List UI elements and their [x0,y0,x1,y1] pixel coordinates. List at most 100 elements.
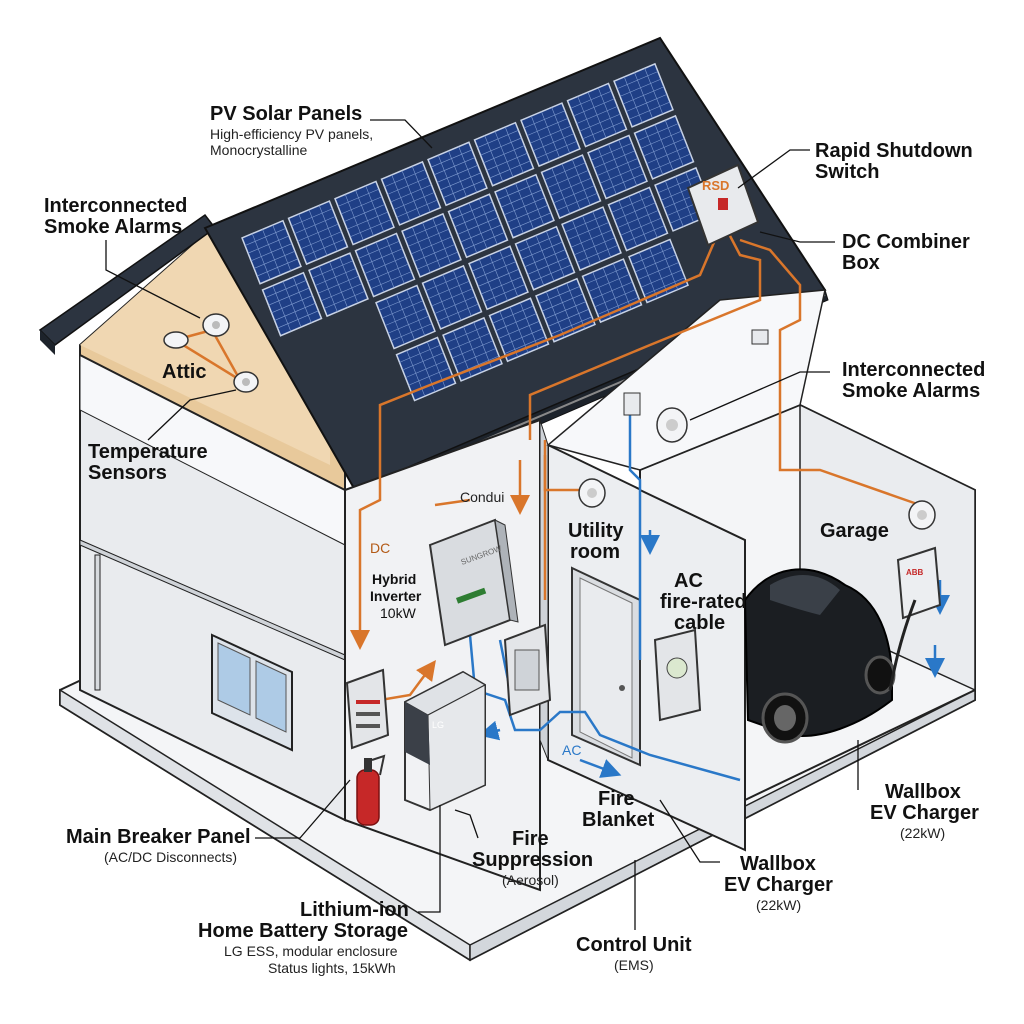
window [211,633,293,752]
ac-cable-line2: fire-rated [660,591,747,613]
pv-panel-cell-line [643,277,686,296]
pv-panel-cell-line [628,101,671,120]
wallbox-mid-line3: (22kW) [756,897,801,913]
home-battery[interactable]: LG [403,670,487,812]
pv-panel-cell-line [445,325,488,344]
pv-panel-cell-line [277,310,319,329]
rapid-shutdown-line1: Rapid Shutdown [815,140,973,162]
pv-panel-cell-line [646,146,688,164]
door[interactable] [571,566,641,767]
pv-panel-cell-line [590,142,633,161]
control-unit-panel[interactable] [503,623,552,717]
pv-panel-cell-line [489,160,531,179]
dc-wiring [171,231,921,702]
attic-label: Attic [162,361,206,383]
smart-meter[interactable] [653,628,702,722]
pv-panel-cell-line [463,232,505,250]
pv-panel-cell-line [477,130,519,148]
smoke-alarms-left-line2: Smoke Alarms [44,216,182,238]
pv-panel-cell-line [430,149,473,168]
pv-panel-cell-line [436,164,479,183]
pv-panel-cell-line [303,238,345,257]
pv-panel-cell-line [265,280,307,298]
pv-panel-cell-line [271,295,313,314]
control-unit-line2: (EMS) [614,957,654,973]
ac-label: AC [562,742,581,758]
pv-panel-cell-line [637,262,680,280]
pv-panel-cell-line [431,288,473,307]
pv-panel-cell-line [495,313,537,332]
pv-panel-cell-line [500,189,543,208]
pv-panel-cell-line [503,197,546,216]
pv-panel-cell-line [556,192,598,211]
pv-panel-cell-line [620,217,662,236]
pv-panel-cell-line [413,244,456,262]
pv-panel-cell-line [317,275,360,294]
hybrid-inverter[interactable]: SUNGROW [428,518,519,647]
temperature-sensors-line1: Temperature [88,441,208,463]
pv-panel-cell-line [358,240,400,259]
pv-panel-cell-line [448,332,491,351]
pv-panel-cell-line [570,229,613,248]
pv-panel-cell-line [521,241,563,260]
pv-panel-cell-line [320,283,363,302]
rapid-shutdown-line2: Switch [815,161,879,183]
pv-panel-cell-line [530,264,572,283]
rsd-text: RSD [702,178,729,193]
pv-panel-cell-line [643,138,685,157]
pv-panel-cell-line [300,231,342,250]
pv-panel-cell-line [501,328,543,347]
pv-panel-cell-line [384,308,427,326]
ac-cable-line3: cable [674,612,725,634]
pv-panel-cell-line [588,274,630,292]
pv-panel-cell-line [390,184,432,203]
pv-panel-cell-line [433,157,476,176]
pv-panel-cell-line [367,263,409,282]
pv-panel-cell-line [593,150,636,169]
pv-panel-cell-line [585,266,627,285]
pv-panel-cell-line [247,235,290,254]
pv-panel-cell-line [405,360,447,378]
pv-panel-cell-line [471,253,514,272]
wallbox-mid-line2: EV Charger [724,874,833,896]
wallbox-charger[interactable]: ABB [888,546,942,691]
main-breaker-line2: (AC/DC Disconnects) [104,849,237,865]
inverter-line2: Inverter [370,588,422,604]
battery-line3: LG ESS, modular enclosure [224,943,398,959]
pv-panel-cell-line [408,367,450,386]
pv-solar-panels-sub1: High-efficiency PV panels, [210,126,373,142]
pv-panel-cell-line [582,121,624,140]
rapid-shutdown-switch[interactable]: RSD [686,163,760,247]
electric-car [743,568,896,744]
battery-brand-text: LG [432,720,444,730]
pv-panel-cell-line [387,176,429,195]
pv-panel-cell-line [524,249,566,268]
fire-extinguisher[interactable] [356,754,386,826]
pv-panel-cell-line [631,246,674,265]
pv-panel-cell-line [486,152,528,171]
pv-panel-cell-line [381,300,424,319]
rsd-switch-handle[interactable] [718,198,728,210]
main-breaker-panel[interactable] [345,668,390,750]
pv-panel-cell-line [544,162,586,181]
pv-panel-cell-line [442,180,485,198]
smoke-alarms-left-line1: Interconnected [44,195,187,217]
pv-panel-cell-line [451,201,493,220]
pv-panel-cell-line [602,173,645,192]
pv-panel-cell-line [454,209,496,228]
pv-panel-cell-line [460,224,502,243]
fire-blanket-line2: Blanket [582,809,655,831]
conduit-label: Condui [460,489,504,505]
inverter-line1: Hybrid [372,571,416,587]
pv-panel-cell-line [483,145,525,164]
pv-panel-cell-line [457,216,499,235]
pv-panel-cell-line [544,301,587,320]
pv-panel-cell-line [547,308,590,327]
pv-panel-cell-line [547,170,589,188]
pv-panel-cell-line [387,315,430,334]
pv-panel-cell-line [361,248,403,267]
pv-solar-panels-sub2: Monocrystalline [210,142,307,158]
pv-panel-cell-line [497,182,540,200]
battery-line1: Lithium-ion [300,899,409,921]
pv-panel-cell-line [649,153,691,172]
